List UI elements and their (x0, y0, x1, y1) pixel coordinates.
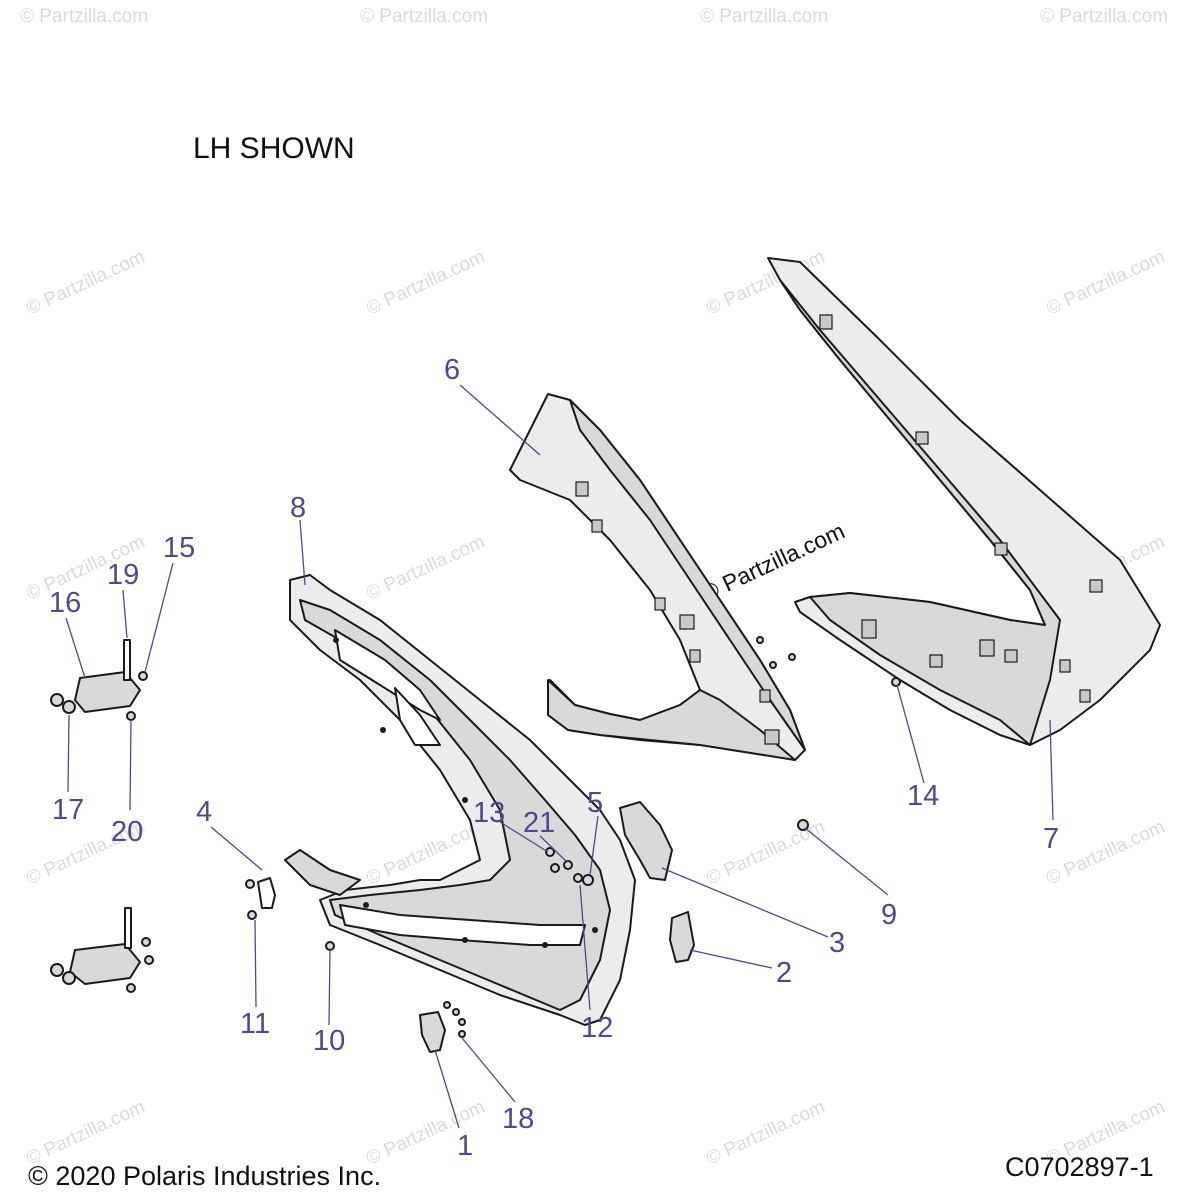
callout-labels: 1 2 3 4 5 6 7 8 9 10 11 12 13 14 15 16 1… (49, 354, 1059, 1162)
part-2-clip (669, 911, 695, 963)
callout-18: 18 (502, 1103, 534, 1135)
watermark: © Partzilla.com (1043, 246, 1168, 319)
part-8-frame (284, 574, 636, 1026)
part-6-panel (509, 393, 806, 761)
watermark: © Partzilla.com (23, 246, 148, 319)
callout-9: 9 (881, 899, 897, 931)
callout-12: 12 (581, 1012, 613, 1044)
callout-1: 1 (457, 1130, 473, 1162)
part-1-latch (419, 1011, 446, 1053)
watermark: © Partzilla.com (23, 1096, 148, 1169)
callout-6: 6 (444, 354, 460, 386)
callout-7: 7 (1043, 823, 1059, 855)
upper-hinge-assembly (50, 639, 148, 721)
callout-5: 5 (587, 787, 603, 819)
callout-15: 15 (163, 532, 195, 564)
callout-19: 19 (107, 559, 139, 591)
callout-8: 8 (290, 492, 306, 524)
callout-21: 21 (523, 807, 555, 839)
watermark: © Partzilla.com (360, 6, 488, 27)
callout-4: 4 (196, 796, 212, 828)
callout-20: 20 (111, 816, 143, 848)
copyright-text: © 2020 Polaris Industries Inc. (28, 1161, 381, 1191)
callout-3: 3 (829, 927, 845, 959)
part-4-strap (245, 877, 276, 920)
callout-13: 13 (473, 797, 505, 829)
diagram-code: C0702897-1 (1005, 1152, 1154, 1182)
part-3-bracket (619, 801, 673, 881)
callout-10: 10 (313, 1025, 345, 1057)
callout-17: 17 (52, 794, 84, 826)
watermark: © Partzilla.com (20, 6, 148, 27)
center-watermark: © Partzilla.com (697, 517, 848, 606)
watermark: © Partzilla.com (363, 246, 488, 319)
diagram-title: LH SHOWN (193, 132, 355, 165)
lower-hinge-assembly (50, 907, 154, 993)
watermark: © Partzilla.com (703, 1096, 828, 1169)
watermark: © Partzilla.com (1040, 6, 1168, 27)
callout-2: 2 (776, 957, 792, 989)
part-7-panel (767, 257, 1161, 746)
fasteners (325, 636, 901, 1038)
leader-lines (65, 384, 1054, 1129)
watermark: © Partzilla.com (703, 816, 828, 889)
watermark: © Partzilla.com (700, 6, 828, 27)
callout-11: 11 (240, 1008, 270, 1040)
watermark: © Partzilla.com (363, 531, 488, 604)
callout-16: 16 (49, 587, 81, 619)
callout-14: 14 (907, 780, 939, 812)
watermark: © Partzilla.com (1043, 816, 1168, 889)
